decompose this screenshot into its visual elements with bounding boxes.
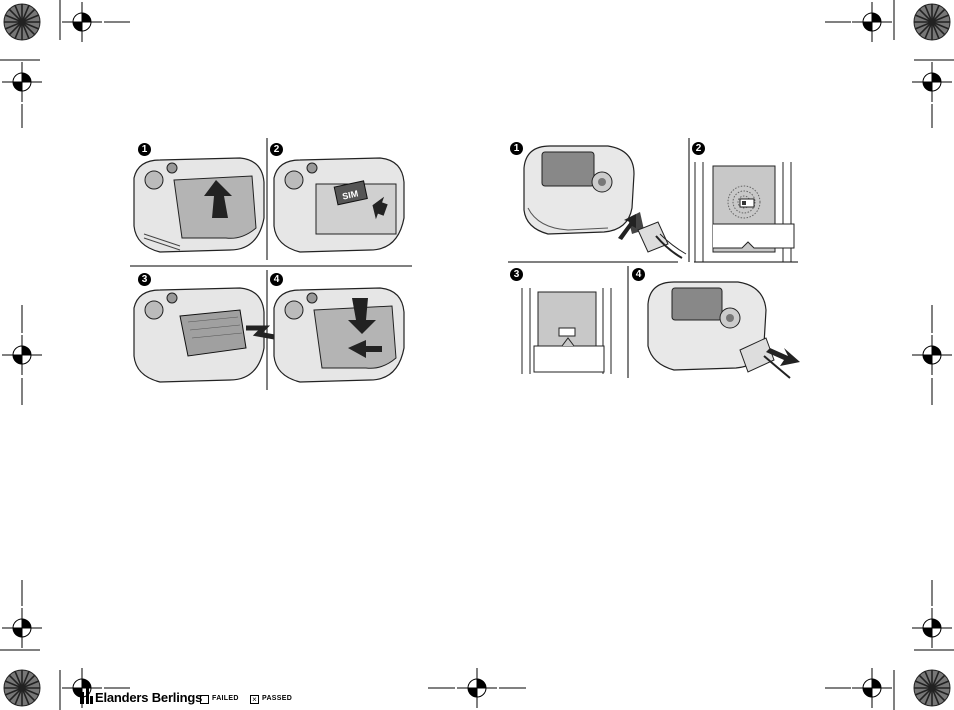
phone-unplug-charger-drawing — [648, 282, 800, 378]
passed-label: PASSED — [262, 695, 292, 702]
step-1-badge: 1 — [510, 142, 523, 155]
passed-checkbox[interactable]: × — [250, 695, 259, 704]
step-3-badge: 3 — [138, 273, 151, 286]
screen-charging-drawing — [695, 162, 794, 262]
step-4-badge: 4 — [632, 268, 645, 281]
phone-close-cover-drawing — [274, 288, 404, 382]
step-2-badge: 2 — [692, 142, 705, 155]
star-target-icon — [914, 4, 950, 40]
star-target-icon — [914, 670, 950, 706]
step-2-badge: 2 — [270, 143, 283, 156]
brand-logo-icon — [80, 688, 94, 704]
sim-battery-illustration: SIM 1 2 3 4 — [130, 138, 412, 400]
charging-illustration: 1 2 3 4 — [508, 138, 803, 380]
failed-label: FAILED — [212, 695, 239, 702]
step-3-badge: 3 — [510, 268, 523, 281]
phone-plug-charger-drawing — [524, 146, 686, 258]
phone-open-cover-drawing — [134, 158, 264, 252]
star-target-icon — [4, 4, 40, 40]
screen-battery-drawing — [522, 288, 611, 374]
step-1-badge: 1 — [138, 143, 151, 156]
printer-brand: Elanders Berlings — [95, 690, 202, 705]
sim-battery-drawing: SIM — [130, 138, 412, 400]
step-4-badge: 4 — [270, 273, 283, 286]
failed-checkbox[interactable] — [200, 695, 209, 704]
star-target-icon — [4, 670, 40, 706]
phone-insert-sim-drawing: SIM — [274, 158, 404, 252]
phone-insert-battery-drawing — [134, 288, 280, 382]
charging-drawing — [508, 138, 803, 380]
